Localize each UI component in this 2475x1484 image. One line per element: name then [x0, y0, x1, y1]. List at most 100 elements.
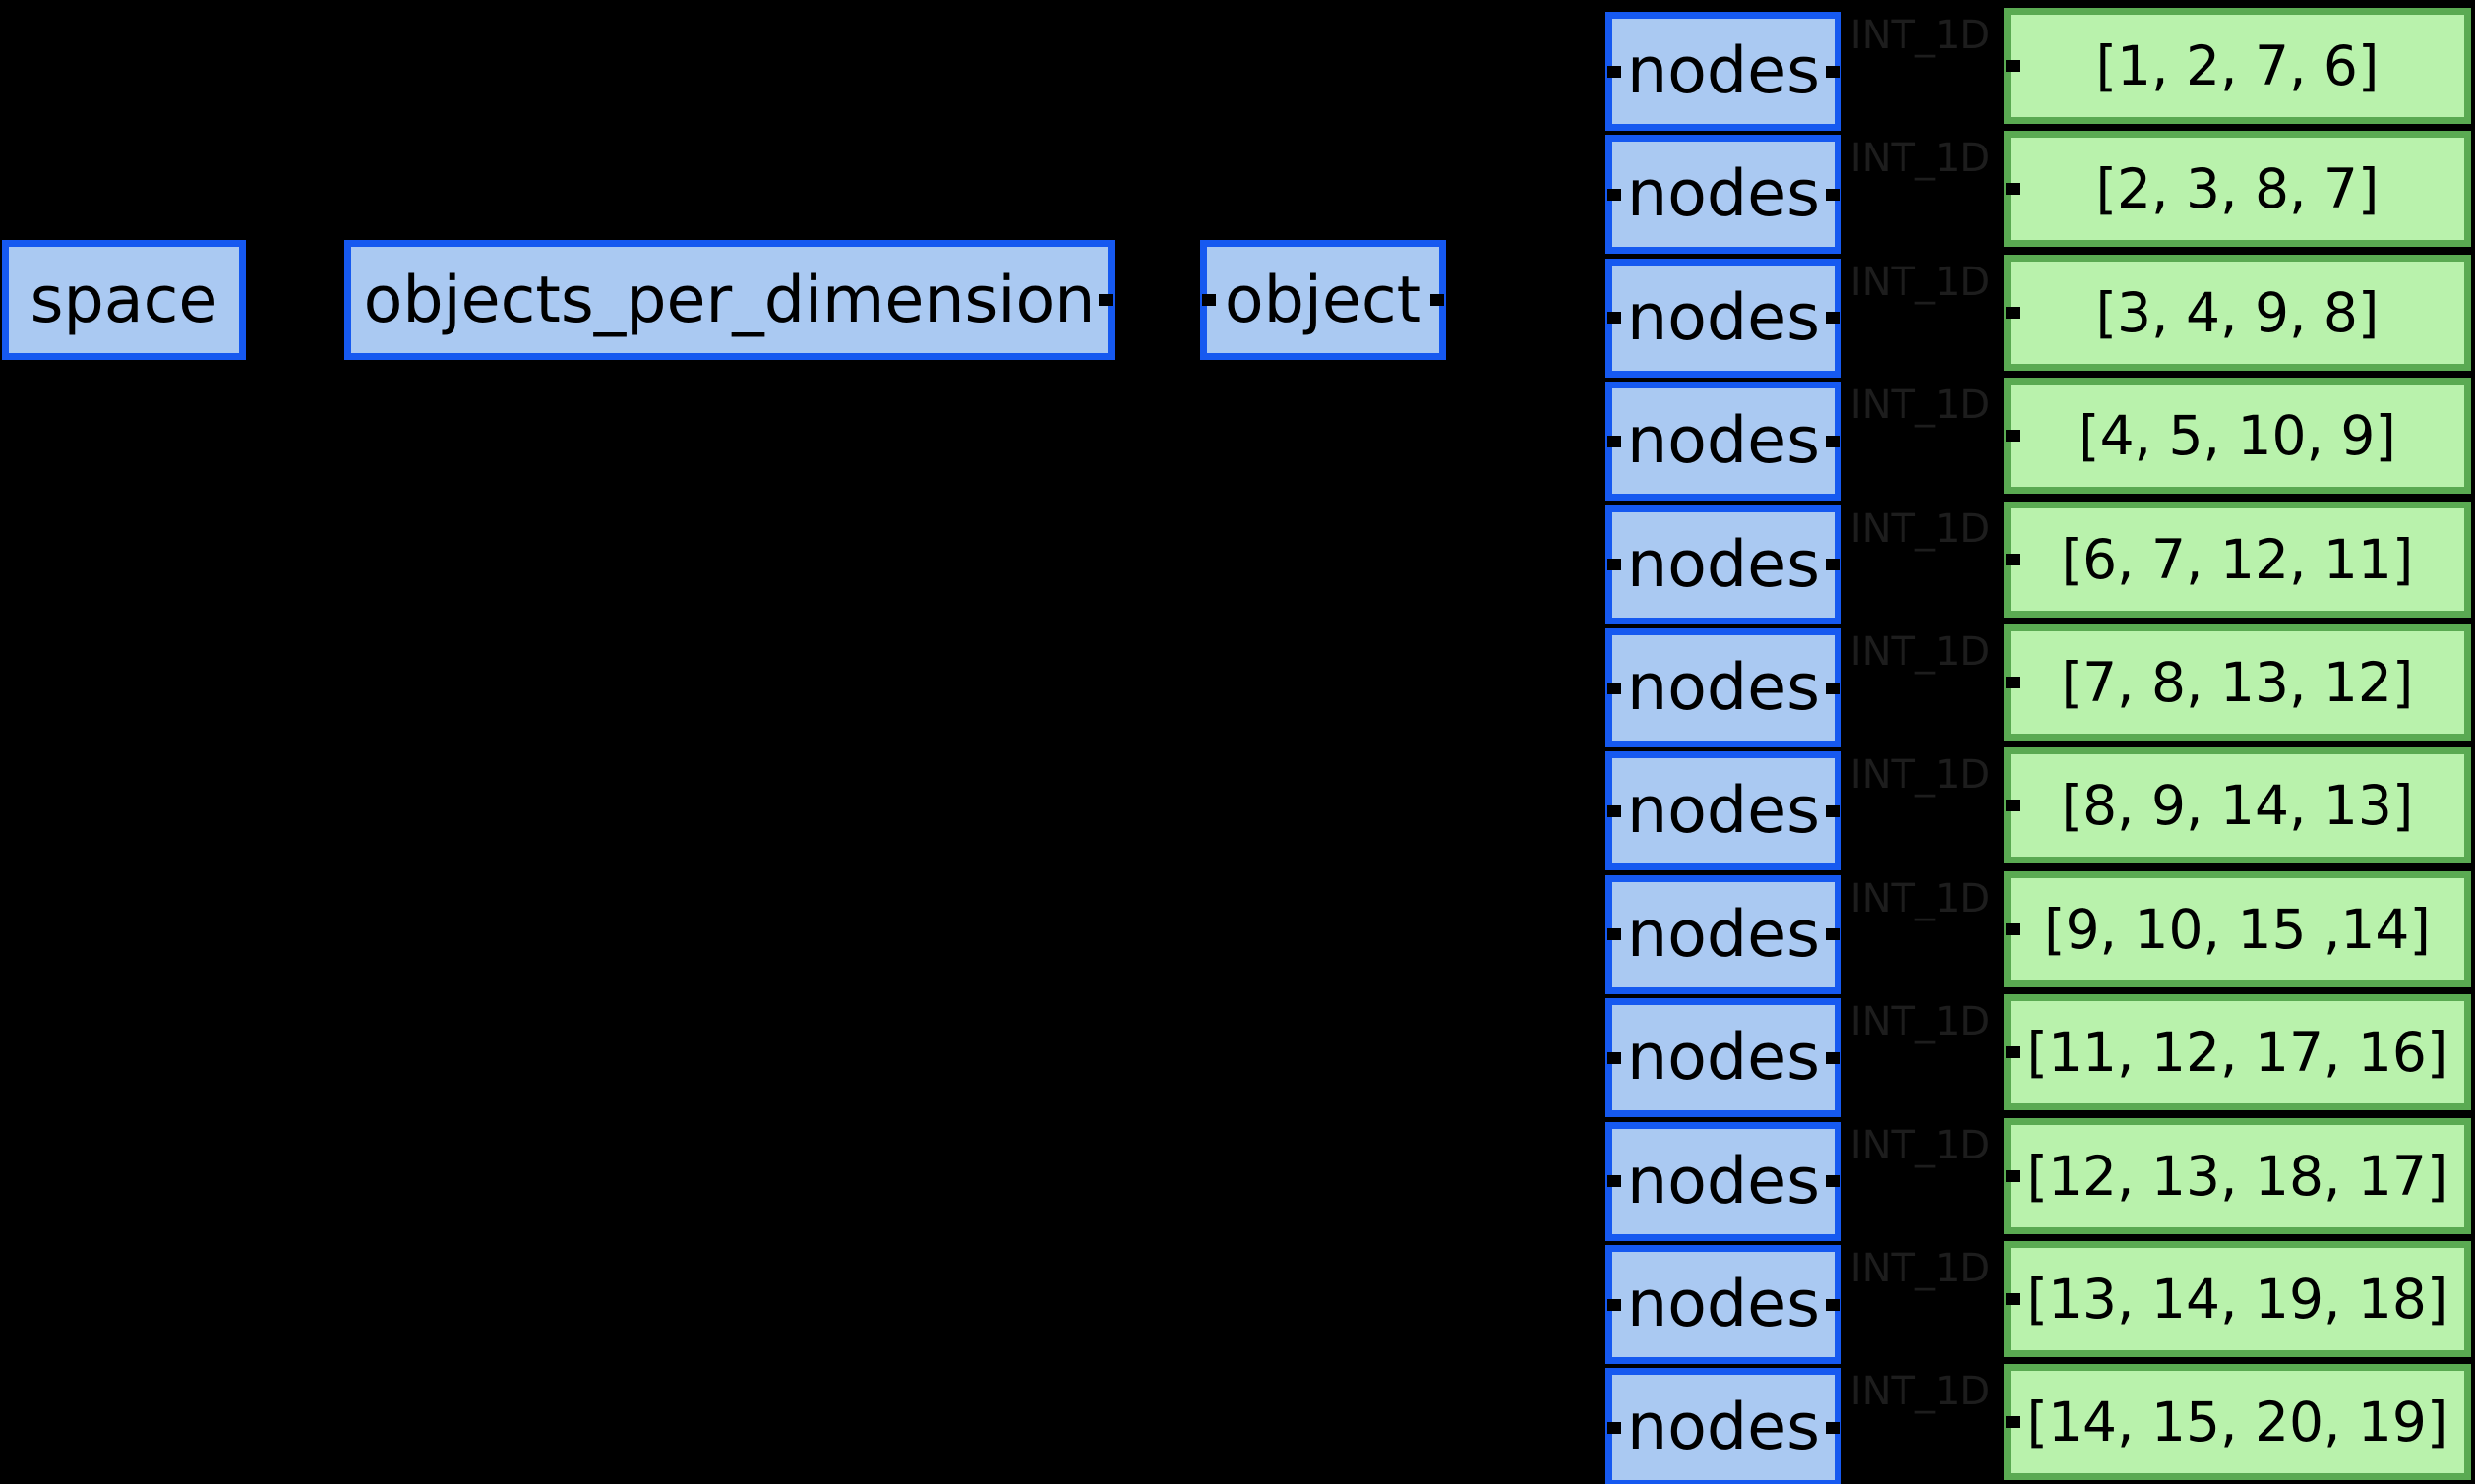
edge-label-int-1d: INT_1D: [1849, 505, 1991, 552]
array-box-value: [2, 3, 8, 7]: [2095, 157, 2380, 221]
nodes-box: nodes: [1605, 1368, 1841, 1484]
objects-per-dimension-node-label: objects_per_dimension: [363, 263, 1096, 337]
arrowhead-notch: [2006, 60, 2020, 72]
edge-tail-notch: [1826, 188, 1840, 201]
nodes-box: nodes: [1605, 628, 1841, 747]
array-box-value: [12, 13, 18, 17]: [2026, 1144, 2448, 1208]
edge-tail-notch: [1430, 294, 1444, 306]
edge-label-int-1d: INT_1D: [1849, 259, 1991, 305]
edge-label-int-1d: INT_1D: [1849, 875, 1991, 921]
nodes-box-label: nodes: [1626, 897, 1821, 972]
nodes-box-label: nodes: [1626, 527, 1821, 602]
array-box: [1, 2, 7, 6]: [2004, 8, 2471, 124]
edge-label-int-1d: INT_1D: [1849, 629, 1991, 675]
edge-tail-notch: [1826, 682, 1840, 694]
edge-tail-notch: [1826, 928, 1840, 941]
arrowhead-notch: [1607, 682, 1621, 694]
edge-tail-notch: [1826, 1051, 1840, 1064]
array-box: [12, 13, 18, 17]: [2004, 1117, 2471, 1234]
nodes-box: nodes: [1605, 874, 1841, 994]
arrowhead-notch: [1607, 1051, 1621, 1064]
edge-label-int-1d: INT_1D: [1849, 13, 1991, 58]
object-node-label: object: [1224, 263, 1422, 337]
nodes-box-label: nodes: [1626, 1144, 1821, 1218]
arrowhead-notch: [2006, 922, 2020, 935]
array-box-value: [13, 14, 19, 18]: [2026, 1268, 2448, 1331]
arrowhead-notch: [2006, 183, 2020, 196]
edge-tail-notch: [1826, 435, 1840, 447]
arrowhead-notch: [2006, 430, 2020, 443]
nodes-box-label: nodes: [1626, 774, 1821, 849]
nodes-box: nodes: [1605, 505, 1841, 624]
nodes-box-label: nodes: [1626, 34, 1821, 108]
array-box: [9, 10, 15 ,14]: [2004, 870, 2471, 987]
arrowhead-notch: [1607, 1175, 1621, 1188]
arrowhead-notch: [1202, 294, 1216, 306]
edge-label-int-1d: INT_1D: [1849, 1122, 1991, 1168]
arrowhead-notch: [2006, 677, 2020, 688]
array-box: [4, 5, 10, 9]: [2004, 378, 2471, 495]
nodes-box: nodes: [1605, 751, 1841, 871]
nodes-box: nodes: [1605, 12, 1841, 131]
array-box-value: [6, 7, 12, 11]: [2061, 527, 2414, 591]
array-box: [6, 7, 12, 11]: [2004, 501, 2471, 618]
nodes-box-label: nodes: [1626, 651, 1821, 725]
nodes-box: nodes: [1605, 135, 1841, 255]
nodes-box-label: nodes: [1626, 404, 1821, 479]
nodes-box-label: nodes: [1626, 280, 1821, 355]
array-box: [3, 4, 9, 8]: [2004, 254, 2471, 371]
arrowhead-notch: [2006, 1416, 2020, 1429]
arrowhead-notch: [2006, 553, 2020, 565]
array-box: [14, 15, 20, 19]: [2004, 1364, 2471, 1481]
arrowhead-notch: [2006, 1169, 2020, 1182]
arrowhead-notch: [1607, 65, 1621, 78]
array-box-value: [11, 12, 17, 16]: [2026, 1021, 2448, 1085]
arrowhead-notch: [1607, 1421, 1621, 1434]
nodes-box: nodes: [1605, 382, 1841, 502]
edge-label-int-1d: INT_1D: [1849, 1246, 1991, 1291]
nodes-box-label: nodes: [1626, 1021, 1821, 1096]
edge-tail-notch: [1826, 559, 1840, 571]
nodes-box: nodes: [1605, 1121, 1841, 1241]
edge-tail-notch: [1826, 65, 1840, 78]
nodes-box: nodes: [1605, 998, 1841, 1118]
edge-tail-notch: [1826, 804, 1840, 817]
edge-tail-notch: [1826, 1298, 1840, 1311]
edge-label-int-1d: INT_1D: [1849, 1369, 1991, 1415]
arrowhead-notch: [2006, 306, 2020, 319]
space-node: space: [2, 240, 246, 360]
arrowhead-notch: [2006, 800, 2020, 812]
array-box: [7, 8, 13, 12]: [2004, 624, 2471, 741]
array-box-value: [1, 2, 7, 6]: [2095, 34, 2380, 97]
array-box-value: [7, 8, 13, 12]: [2061, 651, 2414, 714]
edge-tail-notch: [1826, 1175, 1840, 1188]
nodes-box: nodes: [1605, 258, 1841, 378]
nodes-box: nodes: [1605, 1245, 1841, 1364]
array-box-value: [4, 5, 10, 9]: [2079, 404, 2396, 468]
arrowhead-notch: [1607, 1298, 1621, 1311]
array-box-value: [9, 10, 15 ,14]: [2044, 897, 2431, 961]
array-box: [2, 3, 8, 7]: [2004, 131, 2471, 248]
array-box: [11, 12, 17, 16]: [2004, 994, 2471, 1111]
edge-tail-notch: [1099, 294, 1113, 306]
space-node-label: space: [30, 263, 218, 337]
arrowhead-notch: [1607, 559, 1621, 571]
edge-tail-notch: [1826, 1421, 1840, 1434]
arrowhead-notch: [2006, 1046, 2020, 1059]
edge-label-int-1d: INT_1D: [1849, 383, 1991, 429]
objects-per-dimension-node: objects_per_dimension: [344, 240, 1115, 360]
nodes-box-label: nodes: [1626, 1268, 1821, 1341]
object-node: object: [1200, 240, 1446, 360]
edge-label-int-1d: INT_1D: [1849, 999, 1991, 1045]
array-box: [8, 9, 14, 13]: [2004, 747, 2471, 864]
nodes-box-label: nodes: [1626, 157, 1821, 232]
edge-label-int-1d: INT_1D: [1849, 136, 1991, 182]
arrowhead-notch: [1607, 928, 1621, 941]
arrowhead-notch: [1607, 188, 1621, 201]
array-box-value: [3, 4, 9, 8]: [2095, 280, 2380, 344]
arrowhead-notch: [1607, 804, 1621, 817]
nodes-box-label: nodes: [1626, 1391, 1821, 1465]
arrowhead-notch: [1607, 312, 1621, 325]
arrowhead-notch: [1607, 435, 1621, 447]
